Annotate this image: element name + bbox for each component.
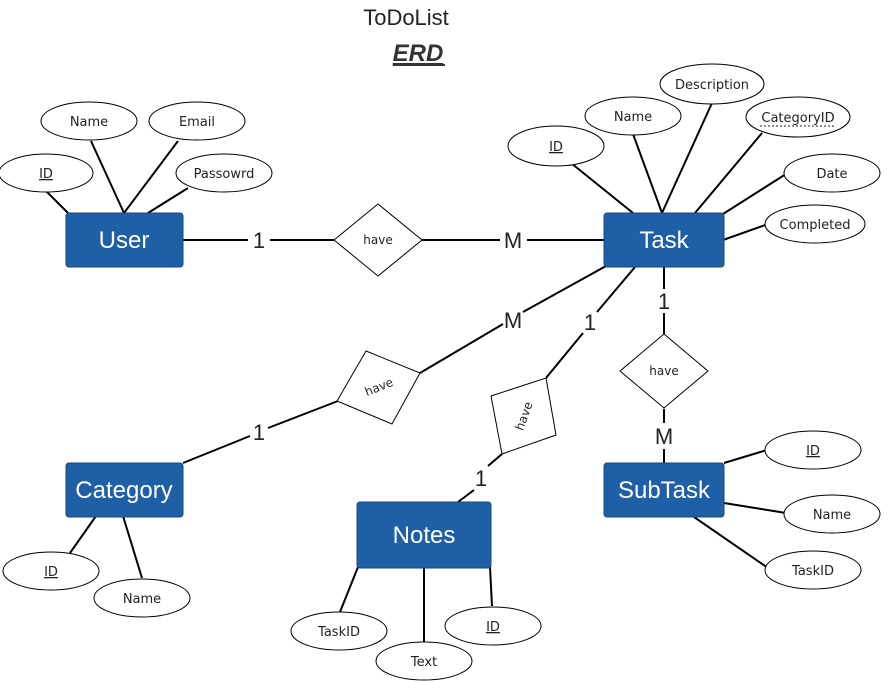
attribute-subtask-taskid-label: TaskID bbox=[791, 564, 834, 579]
attribute-category-name[interactable]: Name bbox=[93, 578, 191, 618]
line-rel-notes-b bbox=[457, 489, 475, 503]
attribute-user-id-label: ID bbox=[39, 167, 53, 182]
attribute-user-email[interactable]: Email bbox=[148, 101, 246, 141]
line-category-id bbox=[69, 515, 97, 554]
cardinality-category-side: 1 bbox=[253, 420, 265, 445]
line-user-name bbox=[90, 140, 125, 214]
line-rel-notes bbox=[487, 453, 503, 467]
attribute-user-name-label: Name bbox=[70, 115, 108, 130]
entity-user-label: User bbox=[99, 227, 150, 254]
attribute-user-id[interactable]: ID bbox=[0, 153, 94, 193]
line-subtask-id bbox=[723, 449, 768, 464]
entity-notes[interactable]: Notes bbox=[356, 501, 492, 569]
relationship-user-task[interactable]: have bbox=[333, 203, 423, 277]
line-task-rel-notes-b bbox=[545, 332, 584, 379]
attribute-notes-taskid[interactable]: TaskID bbox=[290, 611, 388, 651]
attribute-user-password-label: Passowrd bbox=[194, 167, 255, 182]
entity-subtask-label: SubTask bbox=[618, 477, 711, 504]
line-task-rel-category-b bbox=[419, 323, 504, 374]
line-notes-taskid bbox=[339, 566, 359, 613]
cardinality-subtask-side: M bbox=[655, 424, 673, 449]
attribute-notes-taskid-label: TaskID bbox=[317, 625, 360, 640]
attribute-notes-id-label: ID bbox=[486, 620, 500, 635]
attribute-subtask-taskid[interactable]: TaskID bbox=[764, 550, 862, 590]
attribute-task-name-label: Name bbox=[614, 110, 652, 125]
cardinality-task-side-user: M bbox=[504, 228, 522, 253]
diagram-title: ToDoList bbox=[363, 5, 449, 30]
relationship-task-subtask-label: have bbox=[649, 364, 678, 378]
cardinality-task-side-category: M bbox=[504, 308, 522, 333]
entity-category-label: Category bbox=[75, 477, 172, 504]
diagram-subtitle: ERD bbox=[393, 40, 444, 67]
line-subtask-name bbox=[723, 502, 787, 514]
attribute-task-id-label: ID bbox=[549, 140, 563, 155]
attribute-notes-text-label: Text bbox=[410, 655, 437, 670]
relationship-task-category[interactable]: have bbox=[336, 350, 421, 425]
relationship-user-task-label: have bbox=[363, 233, 392, 247]
attribute-task-categoryid[interactable]: CategoryID bbox=[745, 96, 851, 138]
line-user-id bbox=[44, 189, 69, 214]
entity-task-label: Task bbox=[639, 227, 689, 254]
line-task-categoryid bbox=[694, 132, 763, 214]
entity-category[interactable]: Category bbox=[65, 462, 184, 518]
attribute-category-id[interactable]: ID bbox=[2, 551, 100, 591]
attribute-task-description[interactable]: Description bbox=[659, 63, 765, 105]
attribute-subtask-name-label: Name bbox=[813, 508, 851, 523]
attribute-task-id[interactable]: ID bbox=[507, 125, 605, 167]
attribute-task-completed-label: Completed bbox=[780, 218, 851, 233]
attribute-task-date[interactable]: Date bbox=[783, 153, 881, 193]
relationship-task-subtask[interactable]: have bbox=[619, 333, 709, 409]
line-rel-category bbox=[267, 400, 339, 429]
line-category-name bbox=[122, 515, 143, 579]
attribute-task-description-label: Description bbox=[675, 78, 749, 93]
connector-lines bbox=[44, 102, 787, 642]
attribute-subtask-name[interactable]: Name bbox=[783, 494, 881, 534]
line-notes-id bbox=[489, 566, 493, 607]
line-user-email bbox=[123, 140, 179, 214]
attribute-category-id-label: ID bbox=[44, 565, 58, 580]
line-task-name bbox=[632, 133, 663, 214]
cardinality-task-side-notes: 1 bbox=[584, 310, 596, 335]
line-task-completed bbox=[722, 223, 769, 241]
attribute-notes-id[interactable]: ID bbox=[444, 606, 542, 646]
relationship-task-notes[interactable]: have bbox=[490, 377, 557, 455]
attribute-category-name-label: Name bbox=[123, 592, 161, 607]
attribute-subtask-id[interactable]: ID bbox=[764, 430, 862, 470]
line-task-description bbox=[661, 102, 713, 214]
cardinality-task-side-subtask: 1 bbox=[658, 289, 670, 314]
attribute-task-date-label: Date bbox=[816, 167, 847, 182]
attribute-user-password[interactable]: Passowrd bbox=[175, 153, 273, 193]
line-task-id bbox=[570, 162, 634, 214]
line-subtask-taskid bbox=[693, 516, 769, 569]
attribute-task-name[interactable]: Name bbox=[584, 96, 682, 136]
attribute-task-completed[interactable]: Completed bbox=[764, 204, 866, 244]
attribute-task-categoryid-label: CategoryID bbox=[761, 111, 834, 126]
attribute-user-name[interactable]: Name bbox=[40, 101, 138, 141]
entity-notes-label: Notes bbox=[393, 522, 456, 549]
line-rel-category-b bbox=[182, 435, 251, 464]
line-task-rel-notes bbox=[596, 266, 636, 313]
cardinality-user-side: 1 bbox=[253, 228, 265, 253]
cardinality-notes-side: 1 bbox=[475, 466, 487, 491]
attribute-notes-text[interactable]: Text bbox=[375, 641, 473, 681]
entity-subtask[interactable]: SubTask bbox=[603, 462, 725, 518]
line-user-password bbox=[147, 187, 189, 214]
entity-task[interactable]: Task bbox=[603, 212, 725, 268]
entity-user[interactable]: User bbox=[65, 212, 184, 268]
line-task-date bbox=[722, 173, 787, 215]
line-task-rel-category bbox=[522, 265, 607, 313]
attribute-subtask-id-label: ID bbox=[806, 444, 820, 459]
attribute-user-email-label: Email bbox=[179, 115, 215, 130]
